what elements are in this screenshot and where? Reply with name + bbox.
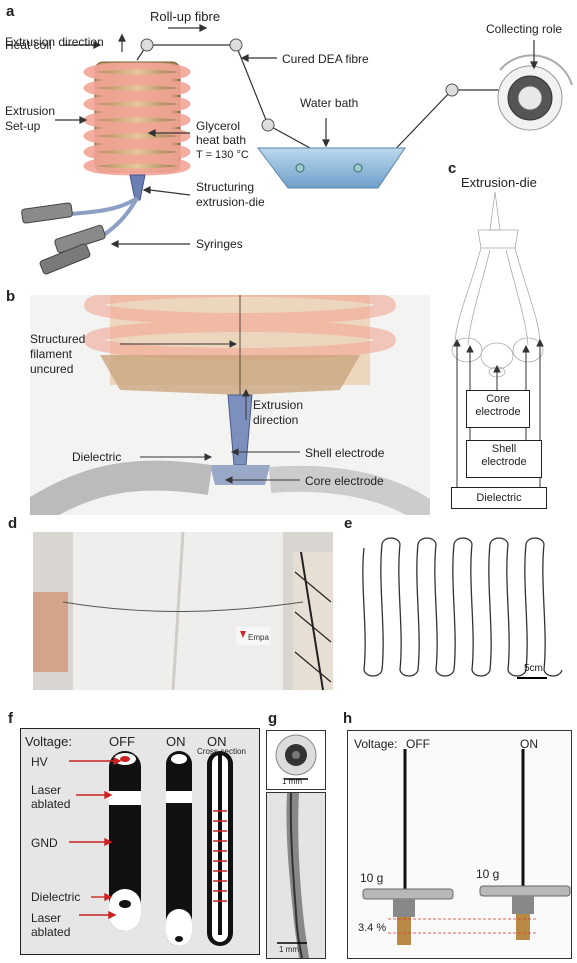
label-hv: HV xyxy=(31,755,48,769)
panel-b-image xyxy=(30,295,430,515)
label-on-f: ON xyxy=(166,734,186,749)
label-on2-f: ON xyxy=(207,734,227,749)
label-on-h: ON xyxy=(520,737,538,751)
label-extrusion-b-1: Extrusion xyxy=(253,398,304,412)
label-roll-up-fibre: Roll-up fibre xyxy=(150,9,221,24)
label-voltage-f: Voltage: xyxy=(25,734,72,749)
label-strain: 3.4 % xyxy=(358,922,387,934)
panel-f-schematic: Voltage: OFF ON ON Cross-section HV Lase… xyxy=(20,728,260,955)
label-mass-1: 10 g xyxy=(360,871,384,885)
label-glycerol-1: Glycerol xyxy=(196,119,241,133)
panel-label-g: g xyxy=(268,710,278,727)
panel-label-h: h xyxy=(343,710,353,727)
label-laser-1b: ablated xyxy=(31,797,71,811)
label-shell-electrode-b: Shell electrode xyxy=(305,446,385,460)
panel-label-d: d xyxy=(8,515,18,532)
label-cross-section: Cross-section xyxy=(197,747,246,756)
label-glycerol-3: T = 130 °C xyxy=(196,149,249,161)
label-structuring-1: Structuring xyxy=(196,180,255,194)
label-extrusion-setup-1: Extrusion xyxy=(5,104,56,118)
label-core-electrode-b: Core electrode xyxy=(305,474,384,488)
label-laser-1a: Laser xyxy=(31,783,62,797)
panel-a-illustration xyxy=(21,24,573,275)
label-off-h: OFF xyxy=(406,737,430,751)
box-dielectric: Dielectric xyxy=(451,487,547,509)
label-structured-2: filament xyxy=(30,347,73,361)
scale-g-1: 1 mm xyxy=(282,777,302,786)
label-voltage-h: Voltage: xyxy=(354,737,398,751)
label-water-bath: Water bath xyxy=(300,96,359,110)
panel-e-photo: 5cm xyxy=(352,530,572,688)
panel-label-e: e xyxy=(344,515,353,532)
panel-label-a: a xyxy=(6,3,15,20)
label-structured-3: uncured xyxy=(30,362,74,376)
empa-logo: Empa xyxy=(248,633,269,642)
panel-g-cross-section: 1 mm xyxy=(266,730,326,790)
panel-label-f: f xyxy=(8,710,13,727)
label-extrusion-setup-2: Set-up xyxy=(5,119,41,133)
label-mass-2: 10 g xyxy=(476,867,500,881)
label-syringes: Syringes xyxy=(196,237,243,251)
label-structured-1: Structured xyxy=(30,332,86,346)
label-extrusion-b-2: direction xyxy=(253,413,299,427)
panel-h-photo: Voltage: OFF ON 10 g 10 g 3.4 % xyxy=(347,730,572,959)
panel-label-c: c xyxy=(448,160,457,177)
label-collecting-role: Collecting role xyxy=(486,22,563,36)
scale-bar-5cm: 5cm xyxy=(524,663,543,674)
label-off-f: OFF xyxy=(109,734,135,749)
panel-g-longitudinal: 1 mm xyxy=(266,792,326,959)
label-structuring-2: extrusion-die xyxy=(196,195,265,209)
panel-d-photo: Empa xyxy=(33,532,333,690)
label-laser-2b: ablated xyxy=(31,925,71,939)
label-laser-2a: Laser xyxy=(31,911,62,925)
label-extrusion-direction: Extrusion direction xyxy=(5,35,104,49)
label-gnd: GND xyxy=(31,836,58,850)
label-dielectric-f: Dielectric xyxy=(31,890,81,904)
label-extrusion-die-title: Extrusion-die xyxy=(461,175,537,190)
label-dielectric-b: Dielectric xyxy=(72,450,122,464)
panel-label-b: b xyxy=(6,288,16,305)
label-glycerol-2: heat bath xyxy=(196,133,247,147)
label-cured-dea-fibre: Cured DEA fibre xyxy=(282,52,369,66)
scale-g-2: 1 mm xyxy=(279,945,299,954)
